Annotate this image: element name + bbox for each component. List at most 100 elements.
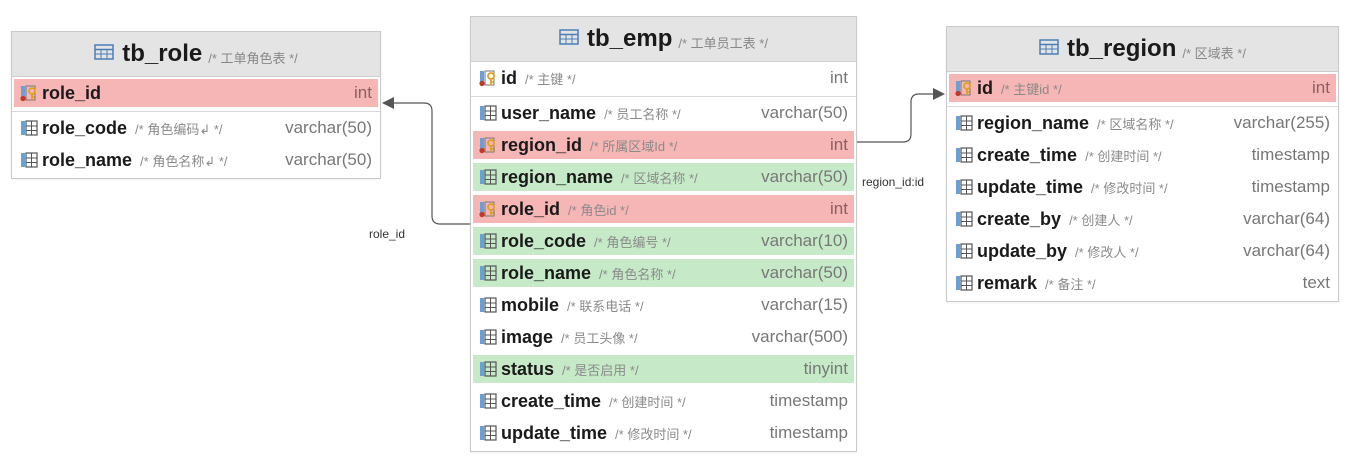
column-name: status	[501, 358, 555, 379]
column-row-user-name[interactable]: user_name/* 员工名称 */varchar(50)	[473, 99, 854, 127]
key-column-icon	[955, 79, 973, 97]
column-icon	[479, 328, 497, 346]
table-icon	[1039, 38, 1059, 60]
column-type: varchar(15)	[761, 295, 848, 314]
column-comment: /* 角色名称↲ */	[140, 153, 228, 169]
column-icon	[955, 178, 973, 196]
column-type: int	[354, 83, 372, 102]
key-column-icon	[479, 136, 497, 154]
key-column-icon	[20, 84, 38, 102]
column-name: update_time	[977, 176, 1084, 197]
table-comment: /* 工单角色表 */	[208, 50, 298, 66]
column-name: region_name	[501, 166, 614, 187]
column-name: remark	[977, 272, 1038, 293]
column-comment: /* 联系电话 */	[567, 298, 644, 314]
table-comment: /* 工单员工表 */	[678, 35, 768, 51]
column-row-image[interactable]: image /* 员工头像 */ varchar(500)	[473, 323, 854, 351]
column-row-remark[interactable]: remark /* 备注 */ text	[949, 269, 1336, 297]
column-name: image	[501, 326, 554, 347]
column-row-role-name[interactable]: role_name/* 角色名称 */varchar(50)	[473, 259, 854, 287]
column-comment: /* 区域名称 */	[1097, 116, 1174, 132]
table-header[interactable]: tb_region /* 区域表 */	[947, 27, 1338, 72]
column-comment: /* 修改时间 */	[1091, 180, 1168, 196]
column-name: create_time	[977, 144, 1078, 165]
column-icon	[955, 274, 973, 292]
edge-role-id	[382, 97, 472, 225]
column-row-role-id[interactable]: role_id/* 角色id */int	[473, 195, 854, 223]
column-icon	[479, 168, 497, 186]
column-comment: /* 角色编号 */	[594, 234, 671, 250]
column-row-update-by[interactable]: update_by/* 修改人 */varchar(64)	[949, 237, 1336, 265]
column-name: region_id	[501, 134, 583, 155]
column-icon	[20, 119, 38, 137]
column-row-create-time[interactable]: create_time/* 创建时间 */timestamp	[473, 387, 854, 415]
column-type: timestamp	[769, 391, 848, 410]
column-type: varchar(255)	[1233, 113, 1330, 132]
table-comment: /* 区域表 */	[1182, 45, 1246, 61]
column-name: id	[501, 67, 517, 88]
table-header[interactable]: tb_emp /* 工单员工表 */	[471, 17, 856, 62]
column-name: update_by	[977, 240, 1068, 261]
key-column-icon	[479, 200, 497, 218]
column-type: tinyint	[803, 359, 848, 378]
edge-region-id	[857, 88, 945, 143]
column-type: varchar(64)	[1243, 209, 1330, 228]
column-comment: /* 备注 */	[1045, 276, 1096, 292]
column-name: role_id	[501, 198, 561, 219]
column-comment: /* 员工头像 */	[561, 330, 638, 346]
column-type: varchar(10)	[761, 231, 848, 250]
column-comment: /* 角色名称 */	[599, 266, 676, 282]
column-row-id[interactable]: id/* 主键id */int	[949, 74, 1336, 102]
column-comment: /* 修改时间 */	[615, 426, 692, 442]
column-type: varchar(50)	[285, 118, 372, 137]
column-comment: /* 员工名称 */	[604, 106, 681, 122]
column-row-role-code[interactable]: role_code/* 角色编码↲ */varchar(50)	[14, 114, 378, 142]
column-row-region-id[interactable]: region_id/* 所属区域Id */int	[473, 131, 854, 159]
key-divider	[471, 96, 856, 97]
column-comment: /* 区域名称 */	[621, 170, 698, 186]
column-row-region-name[interactable]: region_name/* 区域名称 */varchar(255)	[949, 109, 1336, 137]
column-type: varchar(500)	[751, 327, 848, 346]
column-icon	[955, 146, 973, 164]
column-icon	[479, 360, 497, 378]
column-name: id	[977, 77, 993, 98]
column-row-role-code[interactable]: role_code /* 角色编号 */ varchar(10)	[473, 227, 854, 255]
column-type: int	[830, 68, 848, 87]
column-row-region-name[interactable]: region_name/* 区域名称 */varchar(50)	[473, 163, 854, 191]
column-row-update-time[interactable]: update_time/* 修改时间 */timestamp	[473, 419, 854, 447]
column-row-create-time[interactable]: create_time/* 创建时间 */timestamp	[949, 141, 1336, 169]
column-row-mobile[interactable]: mobile/* 联系电话 */varchar(15)	[473, 291, 854, 319]
key-divider	[947, 106, 1338, 107]
column-comment: /* 主键id */	[1001, 81, 1062, 97]
column-row-create-by[interactable]: create_by/* 创建人 */varchar(64)	[949, 205, 1336, 233]
column-type: timestamp	[1251, 145, 1330, 164]
column-icon	[955, 242, 973, 260]
table-icon	[94, 43, 114, 65]
column-icon	[479, 296, 497, 314]
column-name: role_code	[501, 230, 587, 251]
column-name: user_name	[501, 102, 597, 123]
key-divider	[12, 111, 380, 112]
column-comment: /* 创建时间 */	[609, 394, 686, 410]
column-type: text	[1302, 273, 1330, 292]
column-icon	[479, 264, 497, 282]
column-comment: /* 主键 */	[525, 71, 576, 87]
column-icon	[955, 210, 973, 228]
relation-label-region-id: region_id:id	[862, 175, 925, 189]
column-icon	[479, 104, 497, 122]
column-icon	[479, 424, 497, 442]
column-name: create_by	[977, 208, 1062, 229]
table-tb-emp[interactable]: tb_emp /* 工单员工表 */ id /* 主键 */ int user_nam…	[470, 16, 857, 452]
column-row-update-time[interactable]: update_time/* 修改时间 */timestamp	[949, 173, 1336, 201]
column-row-status[interactable]: status/* 是否启用 */tinyint	[473, 355, 854, 383]
column-type: varchar(50)	[285, 150, 372, 169]
column-row-id[interactable]: id /* 主键 */ int	[473, 64, 854, 92]
column-row-role-name[interactable]: role_name/* 角色名称↲ */varchar(50)	[14, 146, 378, 174]
table-header[interactable]: tb_role /* 工单角色表 */	[12, 32, 380, 77]
table-name: tb_emp	[587, 25, 673, 52]
table-icon	[559, 28, 579, 50]
